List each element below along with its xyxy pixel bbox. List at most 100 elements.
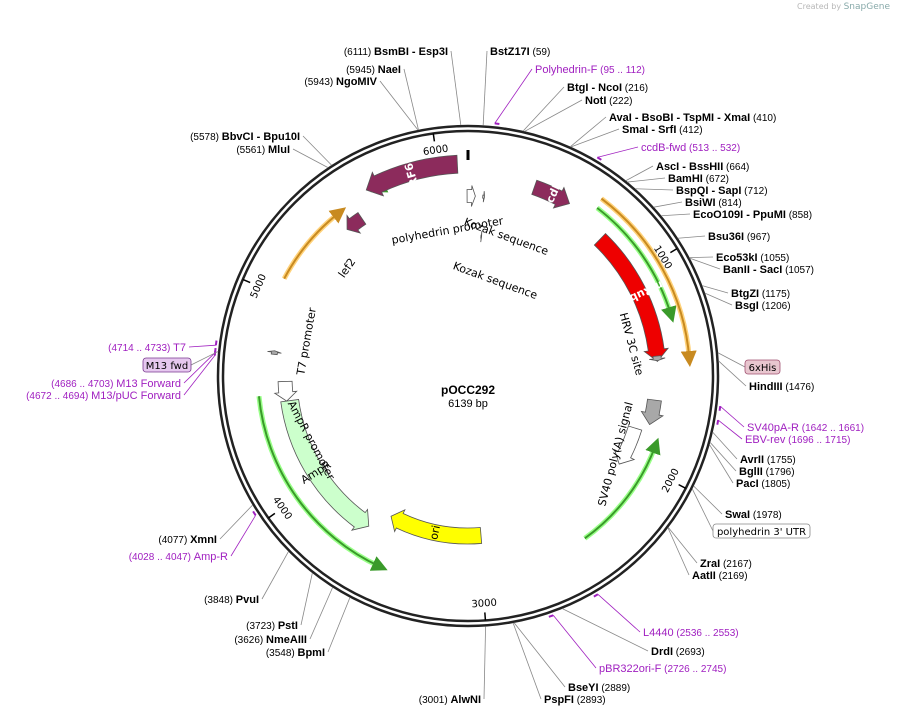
- orf-arc-lower-left: [257, 396, 388, 571]
- enzyme-e5: SmaI - SrfI (412): [622, 124, 703, 136]
- leader-e35: [403, 68, 419, 131]
- leader-e21: [667, 527, 698, 564]
- enzyme-e28: (3626) NmeAIII: [234, 634, 307, 646]
- enzyme-position: (672): [703, 174, 729, 185]
- orf-arc-lower-right: [584, 437, 661, 540]
- primer-tick-p3: [718, 406, 722, 411]
- enzyme-name: AvrII: [740, 454, 764, 466]
- enzyme-e33: (5578) BbvCI - Bpu10I: [190, 131, 300, 143]
- leader-e26: [483, 626, 486, 700]
- enzyme-e4: AvaI - BsoBI - TspMI - XmaI (410): [609, 112, 776, 124]
- tick-mark: [267, 512, 276, 519]
- primer-p4: EBV-rev (1696 .. 1715): [745, 434, 850, 446]
- primer-position: (95 .. 112): [597, 65, 645, 76]
- enzyme-name: BsgI: [735, 300, 759, 312]
- primer-leader-p2: [597, 146, 639, 158]
- enzyme-position: (2167): [720, 559, 752, 570]
- feature-polh-prom: [466, 185, 476, 207]
- orf-arc-left: [283, 207, 347, 280]
- enzyme-name: EcoO109I - PpuMI: [693, 209, 786, 221]
- enzyme-e26: (3001) AlwNI: [419, 694, 481, 706]
- enzyme-position: (664): [723, 162, 749, 173]
- tick-mark: [678, 483, 687, 489]
- leader-e30: [261, 551, 289, 600]
- enzyme-e14: BtgZI (1175): [731, 288, 790, 300]
- leader-e4: [570, 116, 607, 148]
- feature-sv40pa: [640, 398, 665, 426]
- enzyme-name: PspFI: [544, 694, 574, 706]
- enzyme-name: BamHI: [668, 173, 703, 185]
- enzyme-position: (216): [622, 83, 648, 94]
- enzyme-e21: ZraI (2167): [700, 558, 752, 570]
- enzyme-position: (1796): [763, 467, 795, 478]
- box-leader: [190, 351, 219, 366]
- enzyme-position: (59): [530, 47, 551, 58]
- enzyme-name: BpmI: [298, 647, 326, 659]
- enzyme-name: NaeI: [378, 64, 401, 76]
- feature-hrv3c: [649, 355, 666, 362]
- primer-leader-p8: [183, 355, 216, 396]
- leader-e11: [677, 235, 706, 239]
- enzyme-name: AlwNI: [450, 694, 481, 706]
- primer-p6: pBR322ori-F (2726 .. 2745): [599, 663, 726, 675]
- enzyme-e8: BspQI - SapI (712): [676, 185, 768, 197]
- enzyme-name: SmaI - SrfI: [622, 124, 676, 136]
- enzyme-name: SwaI: [725, 509, 750, 521]
- enzyme-e35: (5945) NaeI: [346, 64, 401, 76]
- enzyme-position: (3626): [234, 635, 266, 646]
- enzyme-position: (2169): [716, 571, 748, 582]
- enzyme-position: (5943): [304, 77, 336, 88]
- his-tag-label: 6xHis: [749, 363, 777, 374]
- utr-box: [712, 523, 811, 539]
- enzyme-position: (3848): [204, 595, 236, 606]
- leader-e22: [667, 527, 690, 576]
- enzyme-name: BspQI - SapI: [676, 185, 741, 197]
- enzyme-name: AscI - BssHII: [656, 161, 723, 173]
- primer-leader-p11: [188, 344, 216, 348]
- primer-name: M13 Forward: [116, 378, 181, 390]
- backbone-inner: [221, 129, 715, 623]
- enzyme-name: DrdI: [651, 646, 673, 658]
- primer-leader-p7: [230, 515, 256, 557]
- enzyme-e29: (3723) PstI: [246, 620, 298, 632]
- enzyme-e19: PacI (1805): [736, 478, 790, 490]
- primer-leader-p3: [719, 405, 745, 428]
- enzyme-name: PvuI: [236, 594, 259, 606]
- credit-prefix: Created by: [797, 2, 842, 11]
- enzyme-e31: (4077) XmnI: [158, 534, 217, 546]
- leader-e2: [522, 86, 565, 132]
- enzyme-name: MluI: [268, 144, 290, 156]
- tick-label: 6000: [422, 144, 449, 158]
- enzyme-position: (1055): [758, 253, 790, 264]
- primer-position: (2726 .. 2745): [661, 664, 726, 675]
- feature-lef2: [346, 212, 367, 234]
- leader-e19: [709, 444, 734, 484]
- feature-ccdb: [531, 179, 571, 209]
- enzyme-e3: NotI (222): [585, 95, 633, 107]
- leader-e31: [219, 504, 253, 540]
- leader-group: BstZ17I (59)BtgI - NcoI (216)NotI (222)A…: [26, 46, 864, 706]
- primer-leader-p5: [597, 593, 641, 633]
- primer-tick-p1: [494, 122, 500, 125]
- enzyme-e20: SwaI (1978): [725, 509, 782, 521]
- primer-position: (1696 .. 1715): [785, 435, 850, 446]
- leader-e12: [689, 256, 714, 259]
- enzyme-e17: AvrII (1755): [740, 454, 796, 466]
- enzyme-name: BsmBI - Esp3I: [374, 46, 448, 58]
- primer-position: (4714 .. 4733): [108, 343, 173, 354]
- primer-position: (513 .. 532): [686, 143, 740, 154]
- enzyme-position: (1206): [759, 301, 791, 312]
- leader-e5: [570, 128, 620, 148]
- enzyme-name: NmeAIII: [266, 634, 307, 646]
- leader-e20: [693, 485, 723, 515]
- primer-tick-p7: [252, 510, 257, 516]
- orf-arc-left-halo: [281, 210, 342, 280]
- enzyme-position: (6111): [344, 47, 374, 58]
- orf-arc-right-green: [596, 207, 677, 323]
- enzyme-name: PacI: [736, 478, 759, 490]
- enzyme-name: HindIII: [749, 381, 783, 393]
- enzyme-name: BglII: [739, 466, 763, 478]
- plasmid-name: pOCC292: [441, 383, 495, 397]
- m13fwd-label: M13 fwd: [146, 361, 188, 372]
- enzyme-name: Eco53kI: [716, 252, 758, 264]
